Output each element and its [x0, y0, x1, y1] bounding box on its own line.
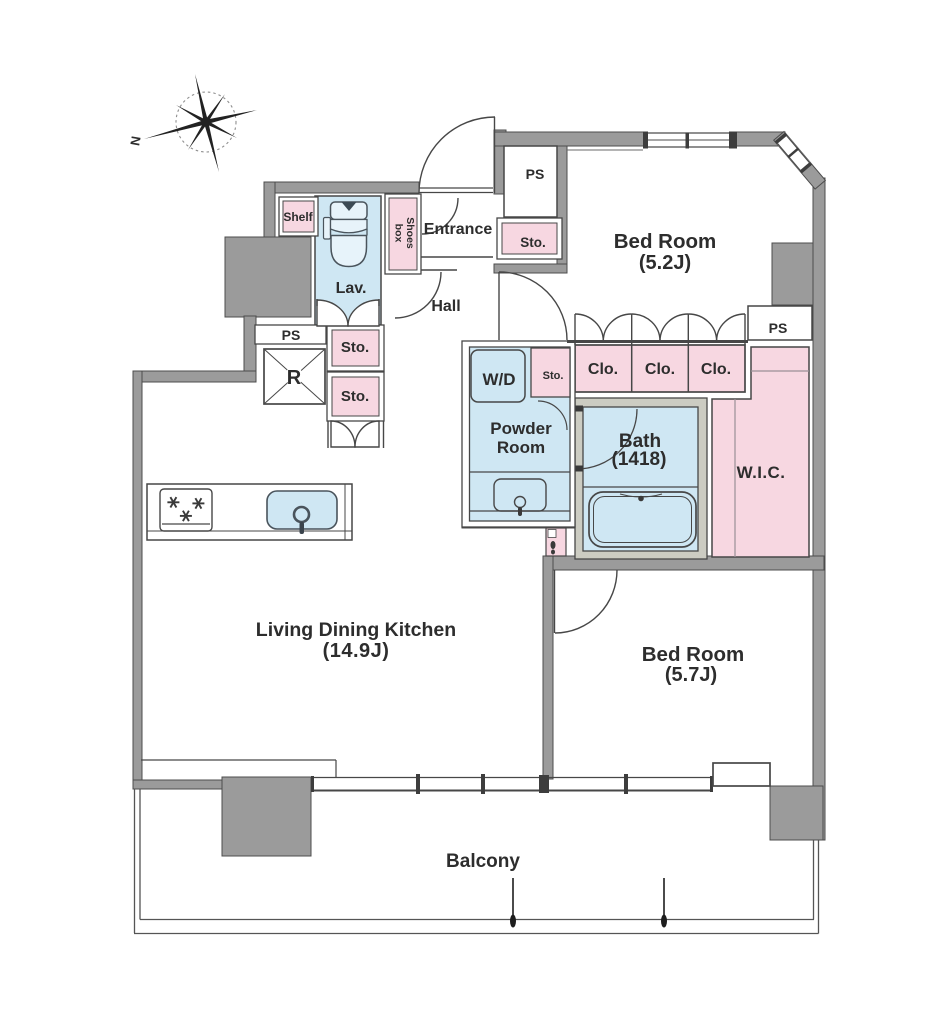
svg-text:Bed Room: Bed Room [614, 230, 717, 253]
svg-text:(5.2J): (5.2J) [639, 252, 691, 274]
svg-text:box: box [393, 224, 405, 243]
svg-text:Bed Room: Bed Room [642, 643, 745, 666]
svg-text:N: N [127, 135, 143, 147]
svg-text:Sto.: Sto. [341, 339, 369, 356]
svg-text:Shoes: Shoes [404, 217, 416, 249]
svg-text:Clo.: Clo. [701, 361, 731, 378]
svg-text:(14.9J): (14.9J) [323, 640, 390, 662]
svg-text:Sto.: Sto. [520, 235, 546, 250]
svg-text:Sto.: Sto. [341, 388, 369, 405]
svg-text:Clo.: Clo. [588, 361, 618, 378]
svg-text:W.I.C.: W.I.C. [737, 463, 786, 482]
svg-text:Lav.: Lav. [336, 280, 367, 297]
svg-text:PS: PS [769, 320, 788, 336]
svg-text:Powder: Powder [490, 419, 552, 438]
svg-text:Living Dining Kitchen: Living Dining Kitchen [256, 619, 456, 641]
svg-text:(1418): (1418) [612, 449, 667, 470]
svg-text:R: R [287, 367, 302, 389]
svg-text:Entrance: Entrance [424, 221, 493, 238]
svg-text:Room: Room [497, 438, 545, 457]
svg-text:W/D: W/D [482, 370, 515, 389]
svg-text:Clo.: Clo. [645, 361, 675, 378]
svg-text:Shelf: Shelf [283, 210, 313, 224]
svg-text:PS: PS [282, 327, 301, 343]
svg-text:(5.7J): (5.7J) [665, 664, 717, 686]
svg-text:Hall: Hall [431, 298, 460, 315]
svg-text:Balcony: Balcony [446, 851, 520, 872]
svg-text:Sto.: Sto. [543, 370, 564, 382]
svg-text:PS: PS [526, 166, 545, 182]
svg-text:Bath: Bath [619, 431, 661, 452]
